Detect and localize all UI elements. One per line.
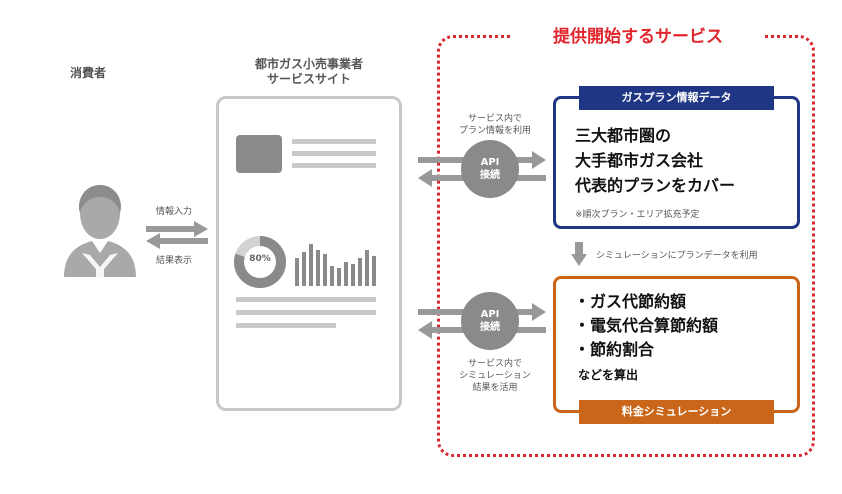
donut-chart-icon xyxy=(234,236,286,288)
consumer-label: 消費者 xyxy=(70,66,107,80)
api-bottom-caption: サービス内で シミュレーション 結果を活用 xyxy=(440,358,550,394)
api-bottom-line2: 接続 xyxy=(480,322,500,333)
service-area-title: 提供開始するサービス xyxy=(512,22,764,47)
api-top-badge: API 接続 xyxy=(461,140,519,198)
person-silhouette-icon xyxy=(64,185,136,277)
simulation-suffix: などを算出 xyxy=(578,368,639,382)
api-bottom-badge: API 接続 xyxy=(461,292,519,350)
simulation-list: ・ガス代節約額 ・電気代合算節約額 ・節約割合 xyxy=(574,290,794,362)
double-arrow-icon xyxy=(146,221,208,249)
result-display-label: 結果表示 xyxy=(156,256,193,266)
site-text-line xyxy=(236,310,376,315)
api-bottom-caption-line2: シミュレーション xyxy=(459,371,531,381)
api-top-caption-line2: プラン情報を利用 xyxy=(458,126,531,136)
site-image-block xyxy=(236,135,282,173)
site-title-line2: サービスサイト xyxy=(266,72,351,86)
site-text-line xyxy=(292,151,376,156)
api-top-line1: API xyxy=(480,157,500,168)
info-input-label: 情報入力 xyxy=(156,207,193,217)
donut-value: 80% xyxy=(249,254,271,264)
site-title: 都市ガス小売事業者 サービスサイト xyxy=(216,57,402,87)
api-bottom-caption-line3: 結果を活用 xyxy=(472,383,518,393)
site-text-line xyxy=(236,297,376,302)
api-top-caption: サービス内で プラン情報を利用 xyxy=(440,113,550,137)
bar-chart-icon xyxy=(295,244,376,286)
plan-data-line3: 代表的プランをカバー xyxy=(575,176,736,195)
simulation-item: ・ガス代節約額 xyxy=(574,292,687,311)
down-arrow-icon xyxy=(571,242,587,266)
simulation-tab: 料金シミュレーション xyxy=(579,400,774,424)
api-bottom-line1: API xyxy=(480,309,500,320)
link-caption: シミュレーションにプランデータを利用 xyxy=(596,251,758,261)
site-text-line xyxy=(236,323,336,328)
api-top-line2: 接続 xyxy=(480,170,500,181)
site-text-line xyxy=(292,139,376,144)
plan-data-note: ※順次プラン・エリア拡充予定 xyxy=(575,210,700,220)
api-bottom-caption-line1: サービス内で xyxy=(467,359,522,369)
plan-data-body: 三大都市圏の 大手都市ガス会社 代表的プランをカバー xyxy=(575,123,795,198)
api-top-caption-line1: サービス内で xyxy=(467,114,522,124)
site-text-line xyxy=(292,163,376,168)
simulation-item: ・電気代合算節約額 xyxy=(574,316,719,335)
simulation-item: ・節約割合 xyxy=(574,340,655,359)
site-title-line1: 都市ガス小売事業者 xyxy=(254,57,363,71)
plan-data-line2: 大手都市ガス会社 xyxy=(575,151,704,170)
plan-data-tab: ガスプラン情報データ xyxy=(579,86,774,110)
plan-data-line1: 三大都市圏の xyxy=(575,126,672,145)
simulation-box xyxy=(553,276,800,413)
